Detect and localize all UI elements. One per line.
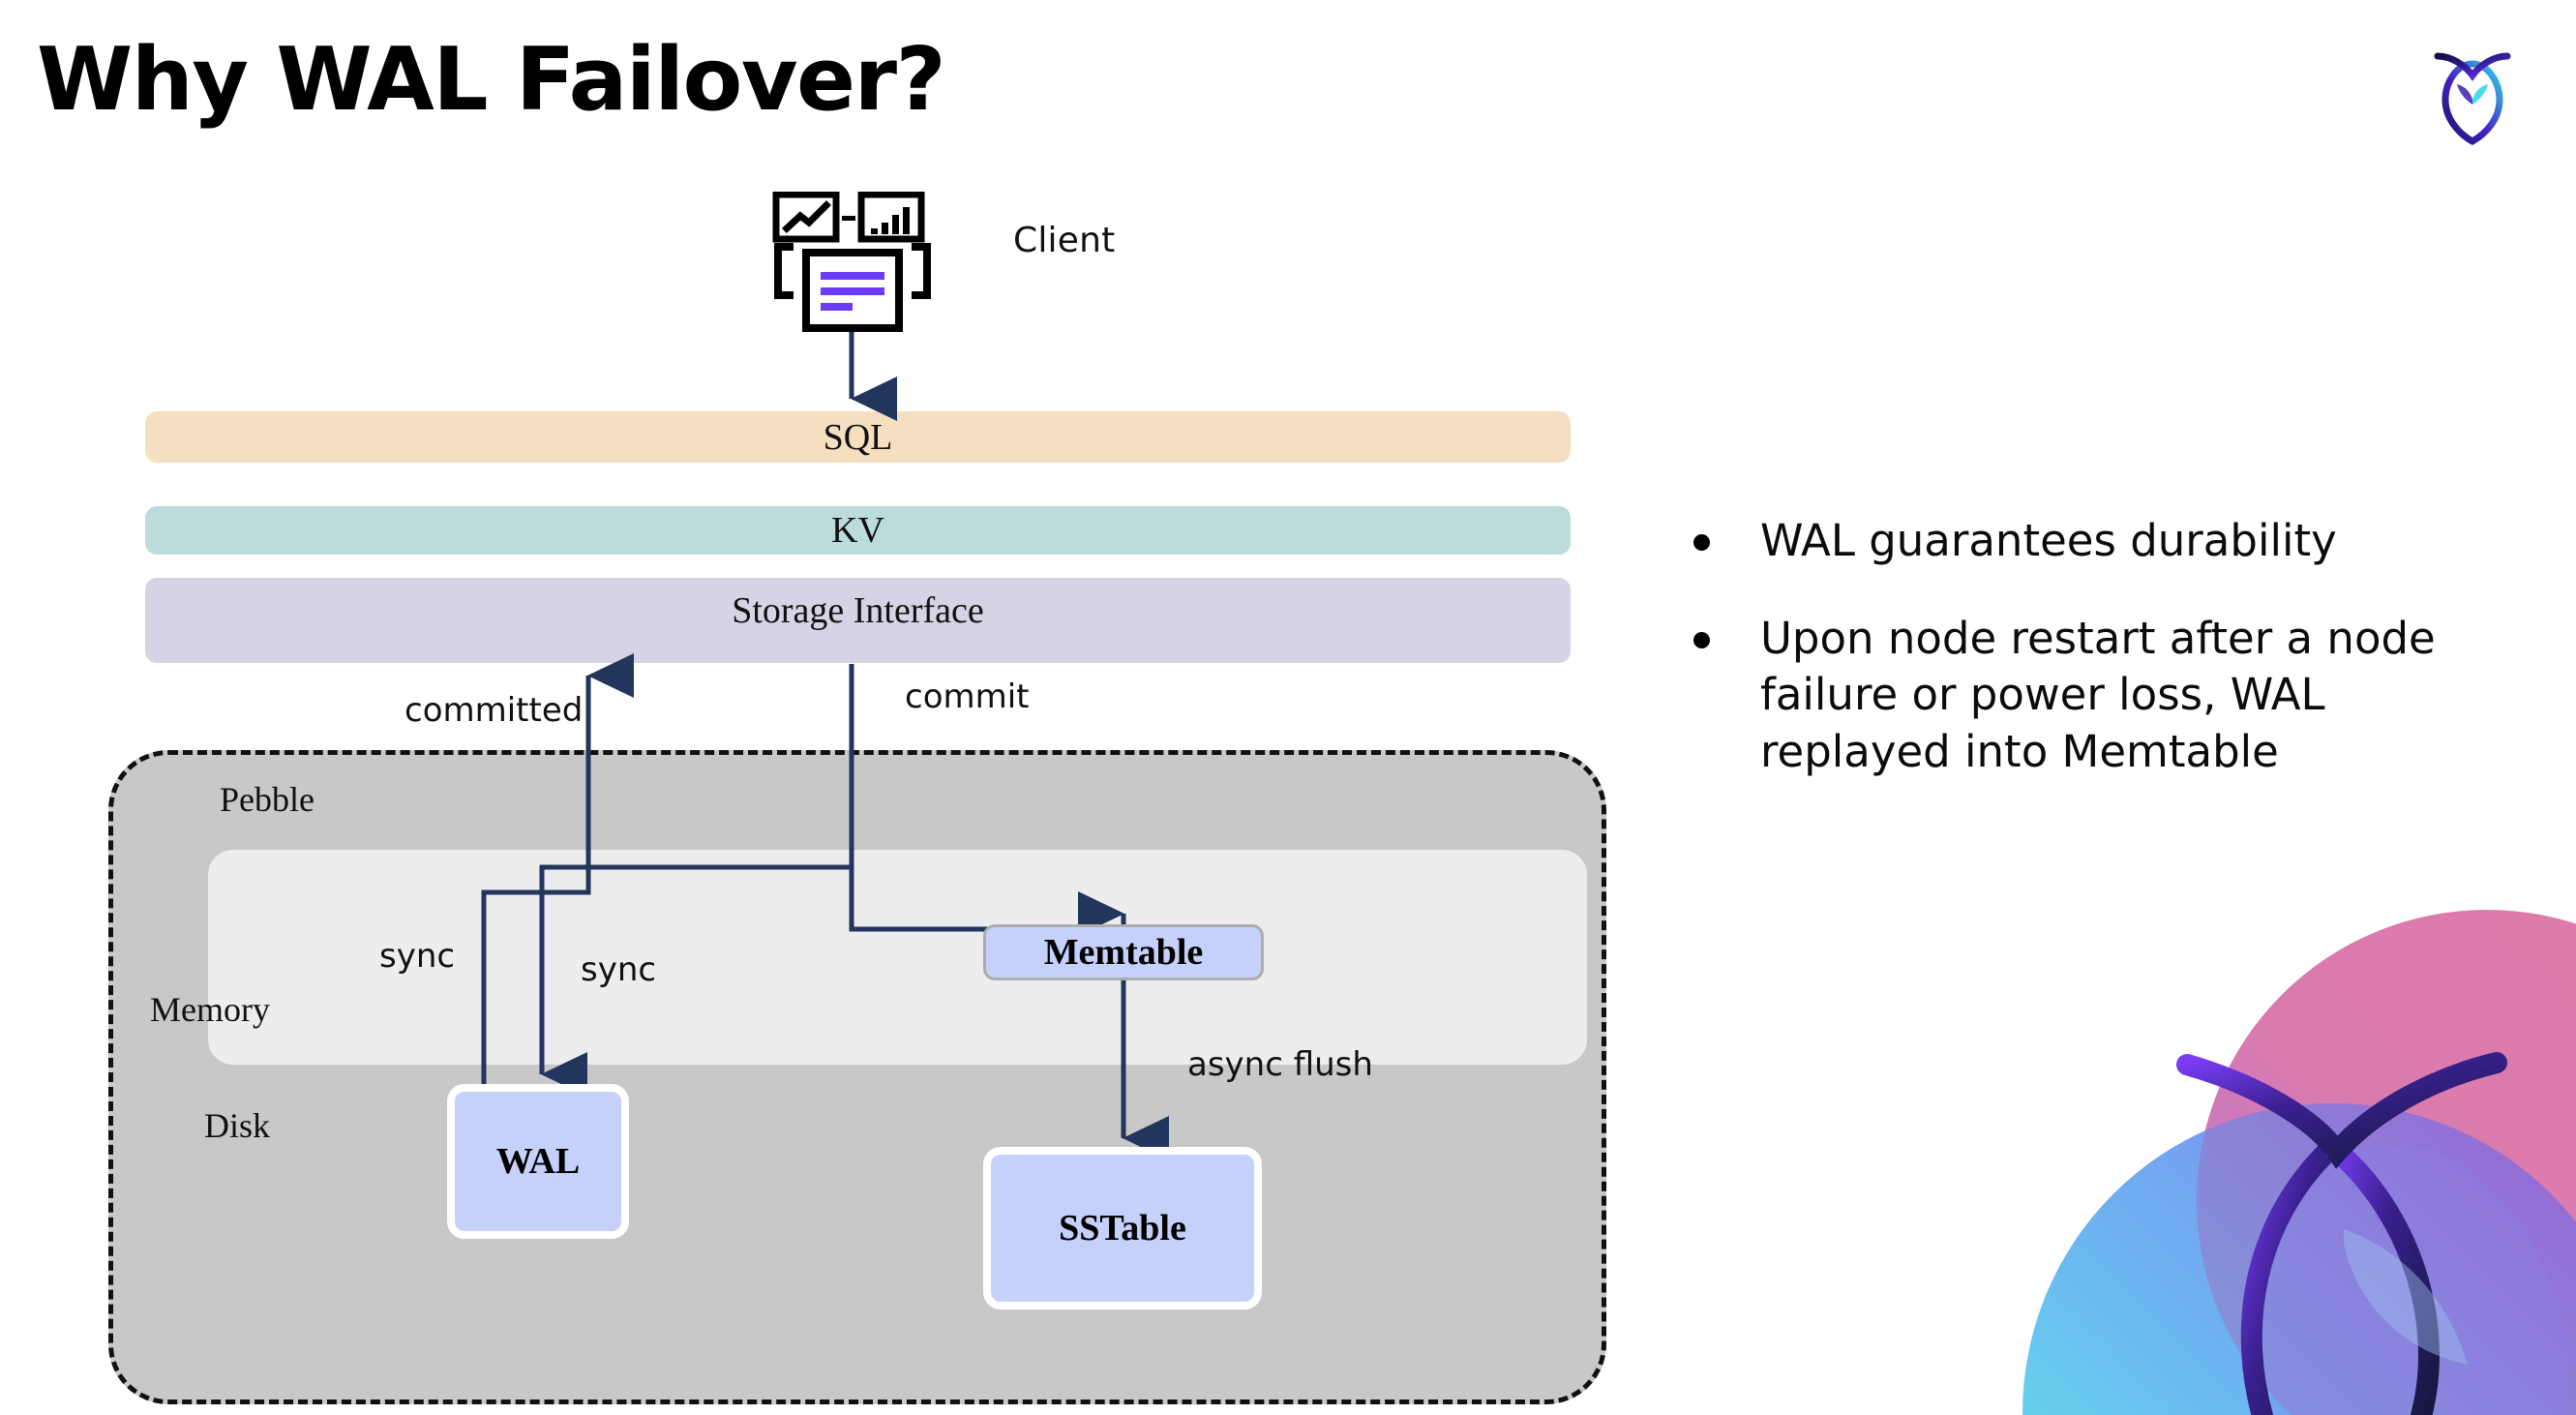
- client-terminal-icon: [772, 192, 931, 332]
- node-wal[interactable]: WAL: [447, 1084, 629, 1239]
- node-memtable[interactable]: Memtable: [983, 924, 1264, 980]
- node-sstable[interactable]: SSTable: [983, 1147, 1262, 1310]
- cockroachdb-logo: [2434, 52, 2511, 146]
- edge-label-sync-committed: sync: [379, 937, 456, 976]
- layer-bar-storage-interface[interactable]: Storage Interface: [145, 578, 1571, 663]
- bullet-dot-icon: [1693, 534, 1710, 551]
- pebble-label: Pebble: [220, 780, 315, 819]
- bullet-dot-icon: [1693, 631, 1710, 648]
- bullet-list: WAL guarantees durability Upon node rest…: [1693, 513, 2526, 821]
- layer-bar-sql-label: SQL: [823, 416, 893, 458]
- node-memtable-label: Memtable: [1043, 932, 1204, 973]
- node-wal-label: WAL: [495, 1141, 581, 1182]
- architecture-diagram: Client SQL KV Storage Interface Pebble M…: [108, 192, 1606, 1404]
- memory-label: Memory: [150, 990, 270, 1029]
- edge-label-sync-wal: sync: [581, 950, 657, 989]
- memory-zone: [208, 850, 1587, 1065]
- bullet-text: Upon node restart after a node failure o…: [1760, 612, 2436, 777]
- layer-bar-storage-label: Storage Interface: [732, 590, 984, 631]
- page-title: Why WAL Failover?: [37, 29, 946, 131]
- layer-bar-kv-label: KV: [831, 510, 884, 551]
- client-label: Client: [1013, 221, 1116, 260]
- edge-label-async-flush: async flush: [1187, 1045, 1373, 1084]
- diagram-edges: [481, 332, 1169, 1161]
- decorative-circles-graphic: [2022, 910, 2576, 1415]
- bullet-text: WAL guarantees durability: [1760, 515, 2337, 566]
- list-item: Upon node restart after a node failure o…: [1693, 611, 2526, 781]
- edge-label-committed: committed: [404, 691, 584, 730]
- pebble-container: [108, 750, 1606, 1404]
- edge-label-commit: commit: [905, 677, 1030, 716]
- layer-bar-kv[interactable]: KV: [145, 506, 1571, 555]
- disk-label: Disk: [204, 1106, 271, 1145]
- node-sstable-label: SSTable: [1059, 1208, 1186, 1249]
- list-item: WAL guarantees durability: [1693, 513, 2526, 570]
- layer-bar-sql[interactable]: SQL: [145, 411, 1571, 463]
